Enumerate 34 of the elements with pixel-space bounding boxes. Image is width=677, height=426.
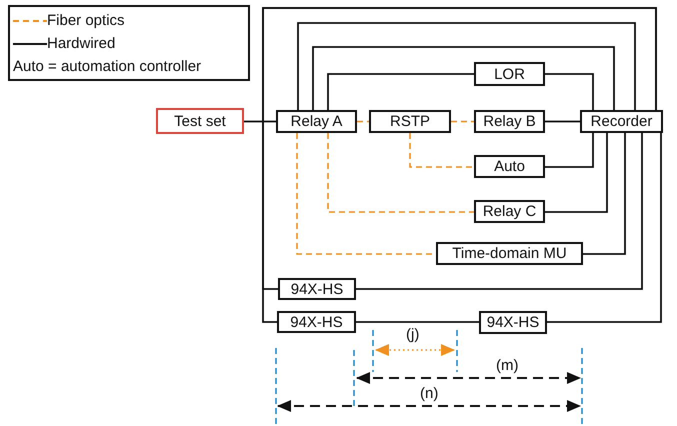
device-box: Relay C: [474, 200, 545, 223]
connector-line: [356, 133, 643, 290]
device-box: Relay B: [474, 110, 545, 133]
device-box: Auto: [474, 155, 545, 178]
connector-line: [327, 133, 474, 213]
connector-line: [545, 120, 580, 122]
connector-line: [312, 46, 615, 110]
dimension-label: (j): [406, 326, 420, 343]
device-box: LOR: [474, 62, 545, 86]
device-box: 94X-HS: [479, 311, 547, 334]
device-box: RSTP: [369, 110, 451, 133]
dimension-label: (m): [496, 357, 518, 374]
connector-line: [451, 120, 474, 122]
device-box: 94X-HS: [278, 278, 356, 300]
connector-line: [409, 133, 474, 168]
device-box: 94X-HS: [277, 311, 356, 333]
connector-line: [545, 133, 608, 213]
connector-line: [547, 133, 662, 323]
legend-note: Auto = automation controller: [13, 58, 202, 75]
connector-line: [357, 120, 369, 122]
legend-text: Hardwired: [47, 35, 116, 52]
connector-line: [583, 133, 626, 255]
connector-line: [244, 120, 276, 122]
device-box: Relay A: [276, 110, 357, 133]
connector-line: [297, 22, 636, 110]
device-box: Recorder: [580, 110, 663, 133]
device-box: Test set: [156, 108, 244, 134]
connector-line: [545, 73, 594, 110]
connector-line: [545, 133, 594, 168]
device-box: Time-domain MU: [436, 242, 583, 265]
connector-line: [356, 321, 479, 323]
dimension-label: (n): [420, 385, 438, 402]
connector-line: [327, 73, 474, 110]
legend-text: Fiber optics: [47, 12, 125, 29]
